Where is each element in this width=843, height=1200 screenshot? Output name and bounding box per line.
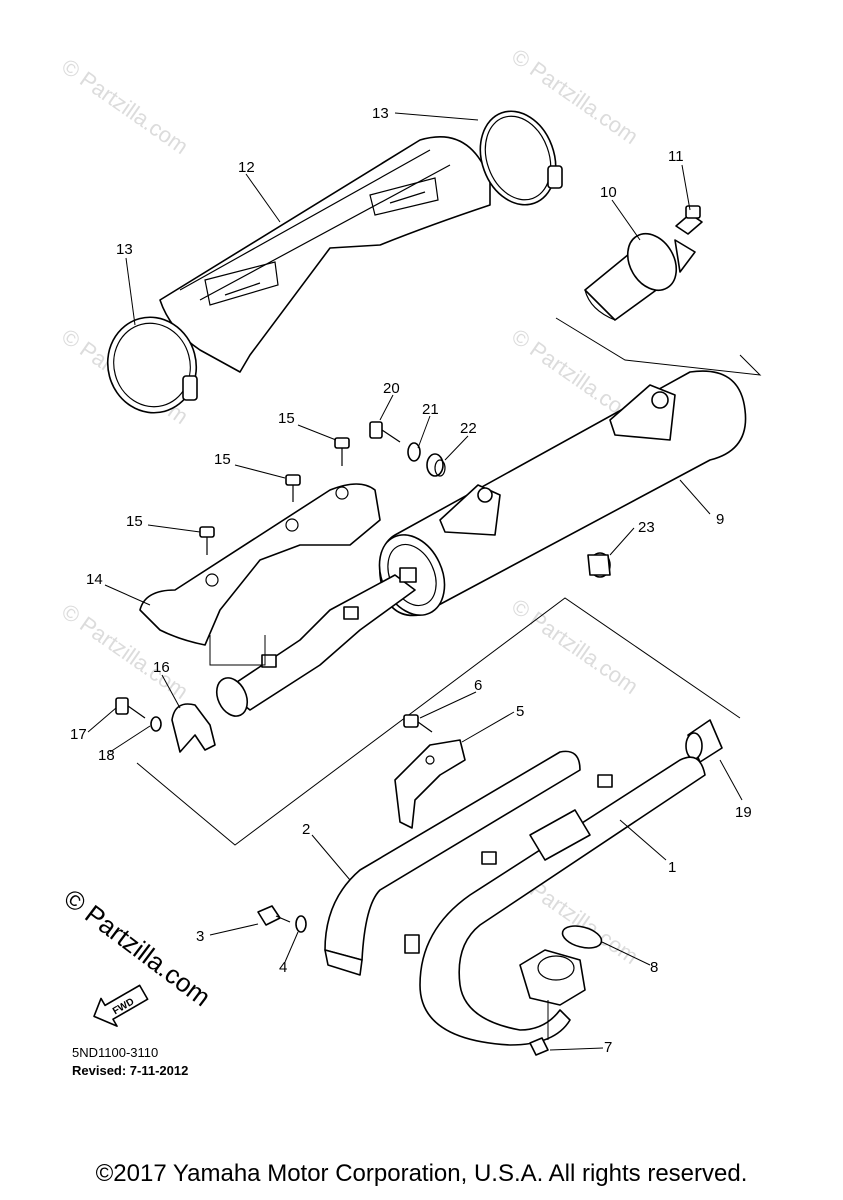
group-bracket-10 [555,317,762,376]
washer-18 [150,716,162,732]
callout-1: 1 [668,859,676,876]
callout-16: 16 [153,659,170,676]
revision-date: Revised: 7-11-2012 [72,1063,189,1078]
bracket-5 [394,739,466,829]
callout-13: 13 [372,105,389,122]
callout-17: 17 [70,726,87,743]
callout-22: 22 [460,420,477,437]
washer-4 [295,915,307,933]
callout-10: 10 [600,184,617,201]
callout-15: 15 [214,451,231,468]
collar-23 [587,552,611,578]
watermark: © Partzilla.com [57,54,193,160]
callout-12: 12 [238,159,255,176]
callout-7: 7 [604,1039,612,1056]
leader-lines [87,112,743,1051]
bolt-3 [257,905,291,926]
gasket-19 [685,719,723,763]
clamp-13-left [106,316,198,414]
document-code: 5ND1100-3110 [72,1045,159,1060]
callout-5: 5 [516,703,524,720]
clamp-16 [171,703,216,753]
callout-3: 3 [196,928,204,945]
callout-15: 15 [126,513,143,530]
fwd-arrow-icon: FWD [93,984,149,1027]
silencer-pipe-14 [139,483,417,717]
callout-14: 14 [86,571,103,588]
clamp-13-upper [479,110,563,206]
callout-15: 15 [278,410,295,427]
callout-9: 9 [716,511,724,528]
callout-13: 13 [116,241,133,258]
callout-2: 2 [302,821,310,838]
spark-arrester-10 [584,232,696,321]
bolt-6 [403,714,433,733]
callout-6: 6 [474,677,482,694]
exhaust-pipe-1 [404,756,706,1046]
heat-protector-12 [159,136,491,373]
bolt-20 [369,421,401,443]
callout-21: 21 [422,401,439,418]
bolt-15-b [285,474,301,502]
callout-4: 4 [279,959,287,976]
callout-20: 20 [383,380,400,397]
copyright-notice: ©2017 Yamaha Motor Corporation, U.S.A. A… [95,1160,748,1187]
screw-11 [675,205,703,235]
flange-and-gasket-8 [519,925,603,1006]
callout-23: 23 [638,519,655,536]
callout-11: 11 [668,148,684,165]
nut-7 [529,1037,549,1056]
bolt-17 [115,697,146,719]
group-bracket-muffler [136,597,741,846]
bolt-15-c [334,437,350,466]
callout-18: 18 [98,747,115,764]
callout-8: 8 [650,959,658,976]
callout-19: 19 [735,804,752,821]
callouts: 13 12 13 10 11 20 21 22 15 15 15 23 9 14… [70,105,752,1056]
washer-21 [407,442,421,462]
watermark: © Partzilla.com [507,594,643,700]
group-bracket-14 [209,635,266,666]
protector-2 [324,750,581,976]
bolt-15-a [199,526,215,555]
grommet-22 [426,453,446,477]
